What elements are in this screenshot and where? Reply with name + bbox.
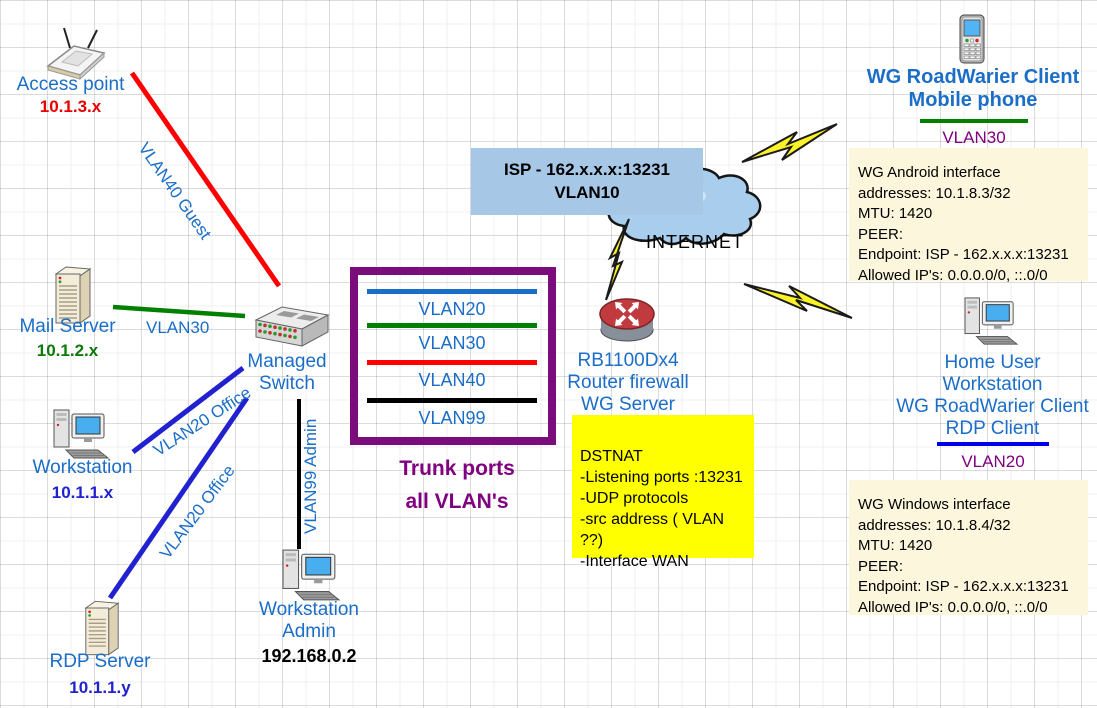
- mail-server-ip: 10.1.2.x: [36, 341, 99, 360]
- managed-switch-label: Managed Switch: [247, 351, 327, 394]
- trunk-caption: Trunk ports all VLAN's: [399, 457, 515, 513]
- link-label-vlan99-admin: VLAN99 Admin: [301, 418, 320, 534]
- isp-line2: VLAN10: [554, 183, 620, 202]
- wg-android-note[interactable]: WG Android interface addresses: 10.1.8.3…: [849, 148, 1088, 284]
- mobile-phone-icon[interactable]: [959, 14, 985, 64]
- home-vlan-label: VLAN20: [961, 452, 1025, 471]
- trunk-line-vlan30: [367, 323, 537, 328]
- workstation-ip: 10.1.1.x: [51, 483, 114, 502]
- workstation-admin-label: Workstation Admin: [259, 599, 359, 642]
- isp-box[interactable]: ISP - 162.x.x.x:13231 VLAN10: [471, 148, 703, 215]
- trunk-label-vlan99: VLAN99: [418, 408, 486, 428]
- trunk-label-vlan30: VLAN30: [418, 333, 486, 353]
- access-point-icon[interactable]: [40, 26, 110, 80]
- dstnat-note[interactable]: DSTNAT -Listening ports :13231 -UDP prot…: [572, 415, 754, 570]
- router-icon[interactable]: [598, 290, 656, 346]
- link-vlan40-guest[interactable]: [129, 71, 282, 288]
- access-point-label: Access point: [16, 74, 125, 95]
- trunk-line-vlan40: [367, 360, 537, 365]
- internet-label: INTERNET: [646, 232, 744, 252]
- access-point-ip: 10.1.3.x: [39, 97, 102, 116]
- workstation-icon[interactable]: [52, 408, 110, 462]
- trunk-label-vlan40: VLAN40: [418, 370, 486, 390]
- wg-windows-note[interactable]: WG Windows interface addresses: 10.1.8.4…: [849, 480, 1088, 616]
- home-user-label: Home User Workstation WG RoadWarier Clie…: [896, 352, 1089, 439]
- mobile-client-label: WG RoadWarier Client Mobile phone: [866, 66, 1080, 111]
- home-vlan-underline: [937, 442, 1049, 446]
- mail-server-icon[interactable]: [52, 264, 94, 326]
- rdp-server-ip: 10.1.1.y: [69, 678, 131, 697]
- trunk-ports-box[interactable]: VLAN20 VLAN30 VLAN40 VLAN99: [350, 267, 556, 445]
- lightning-bolt-bottom[interactable]: [743, 283, 853, 319]
- trunk-line-vlan99: [367, 398, 537, 403]
- workstation-admin-ip: 192.168.0.2: [261, 646, 357, 666]
- lightning-bolt-middle[interactable]: [605, 218, 630, 301]
- workstation-admin-icon[interactable]: [280, 548, 342, 604]
- rdp-server-label: RDP Server: [49, 651, 151, 672]
- isp-line1: ISP - 162.x.x.x:13231: [503, 160, 671, 179]
- managed-switch-icon[interactable]: [244, 304, 330, 352]
- trunk-line-vlan20: [367, 289, 537, 294]
- link-vlan30[interactable]: [112, 304, 246, 319]
- router-label: RB1100Dx4 Router firewall WG Server: [567, 350, 689, 415]
- mobile-vlan-label: VLAN30: [942, 128, 1006, 147]
- mobile-vlan-underline: [920, 119, 1028, 123]
- rdp-server-icon[interactable]: [82, 598, 122, 658]
- home-user-workstation-icon[interactable]: [963, 296, 1019, 348]
- link-vlan20-office-b[interactable]: [107, 396, 250, 600]
- link-label-vlan30: VLAN30: [146, 318, 210, 337]
- lightning-bolt-top[interactable]: [741, 123, 838, 163]
- trunk-label-vlan20: VLAN20: [418, 299, 486, 319]
- mail-server-label: Mail Server: [19, 316, 116, 337]
- link-vlan20-office-a[interactable]: [131, 366, 245, 454]
- workstation-label: Workstation: [32, 457, 133, 478]
